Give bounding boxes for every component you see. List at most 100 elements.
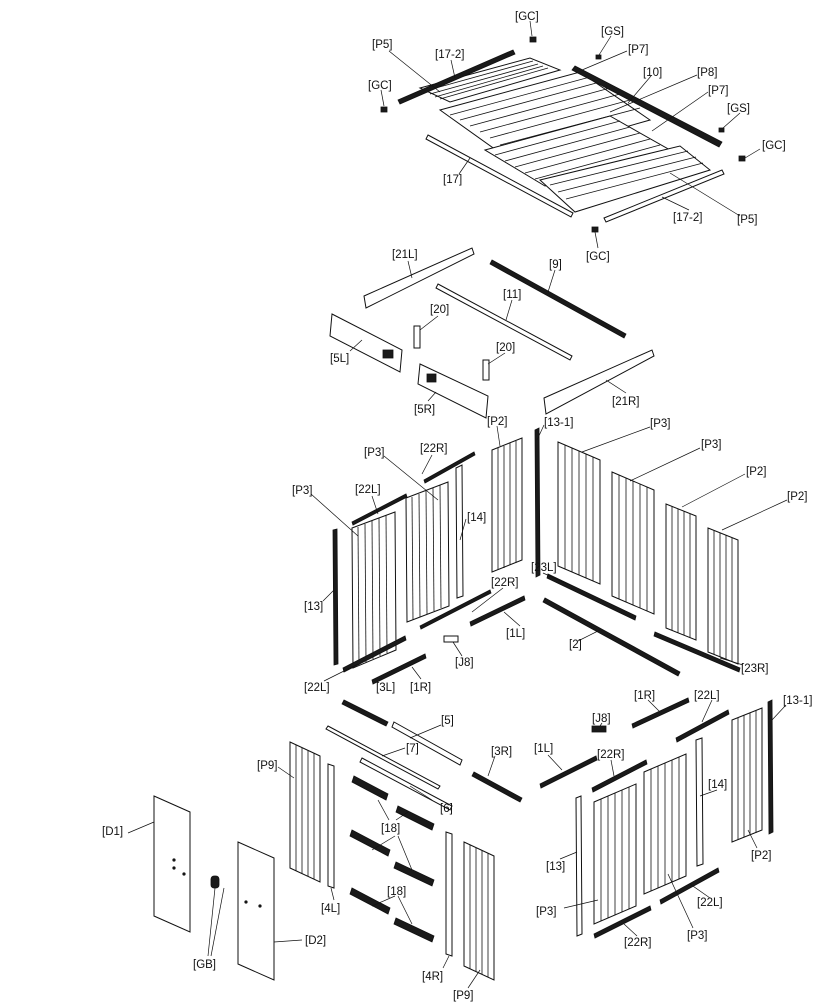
- label-back-1l: [1L]: [506, 628, 525, 640]
- label-right-13: [13]: [546, 861, 565, 873]
- label-front-4r: [4R]: [422, 971, 443, 983]
- post-13-right: [575, 795, 583, 937]
- label-right-p2: [P2]: [751, 850, 771, 862]
- label-gable-20-a: [20]: [430, 304, 449, 316]
- ridge-bar-9: [489, 259, 627, 339]
- wall-panel-p9-bottom: [463, 841, 495, 981]
- wall-panel-p3-right-front-a: [593, 783, 637, 925]
- label-back-22l-bottom: [22L]: [304, 682, 330, 694]
- roof-cap-gc-left: [380, 106, 388, 113]
- label-back-p2-b: [P2]: [746, 466, 766, 478]
- label-front-7: [7]: [406, 743, 419, 755]
- rail-23r-back: [653, 631, 741, 673]
- roof-panel-p5-right: [538, 145, 712, 213]
- label-roof-p7-top: [P7]: [628, 44, 648, 56]
- label-front-p9-top: [P9]: [257, 760, 277, 772]
- gable-vent-5r: [426, 373, 437, 383]
- label-right-14: [14]: [708, 779, 727, 791]
- roof-cap-gc-bottom: [591, 226, 599, 233]
- label-front-5: [5]: [441, 715, 454, 727]
- bracket-18-a-2: [395, 805, 435, 831]
- rail-22r-top-back: [423, 451, 476, 484]
- label-gable-11: [11]: [503, 289, 521, 301]
- label-roof-gc-bottom: [GC]: [586, 251, 610, 263]
- label-front-18-a: [18]: [381, 823, 400, 835]
- label-gable-21r: [21R]: [612, 396, 640, 408]
- label-back-22r-mid: [22R]: [491, 577, 519, 589]
- bracket-18-c-1: [349, 887, 391, 915]
- roof-bar-17-2-top: [397, 49, 516, 105]
- rail-23l-back: [546, 573, 637, 621]
- label-roof-p5-right: [P5]: [737, 214, 757, 226]
- door-d2: [237, 841, 275, 981]
- rail-6-front: [359, 757, 453, 811]
- label-roof-10: [10]: [643, 67, 662, 79]
- front-leaders: [127, 724, 496, 989]
- wall-panel-p3-right-a: [557, 441, 601, 585]
- door-handle-gb: [210, 875, 220, 889]
- label-right-13-1: [13-1]: [783, 695, 812, 707]
- rail-1l-back: [469, 595, 526, 627]
- wall-panel-p2-back: [491, 437, 523, 573]
- label-right-22l-top: [22L]: [694, 690, 720, 702]
- label-back-p3-a: [P3]: [650, 418, 670, 430]
- label-roof-17-2-top: [17-2]: [435, 49, 464, 61]
- wall-panel-p3-center: [405, 481, 450, 623]
- label-gable-21l: [21L]: [392, 249, 418, 261]
- label-back-23r: [23R]: [741, 663, 769, 675]
- stud-14-back: [455, 464, 464, 599]
- joint-j8-right: [591, 725, 607, 733]
- label-front-18-b: [18]: [387, 886, 406, 898]
- label-back-p2-c: [P2]: [787, 491, 807, 503]
- label-roof-p8: [P8]: [697, 67, 717, 79]
- post-13-1-back: [534, 427, 541, 578]
- label-roof-p7-right: [P7]: [708, 85, 728, 97]
- rail-1l-right: [539, 755, 598, 789]
- back-leaders: [310, 424, 788, 682]
- label-back-13: [13]: [304, 601, 323, 613]
- roof-bar-17-2-bottom: [603, 169, 725, 223]
- bracket-18-a-1: [351, 775, 389, 801]
- door-d1: [153, 795, 191, 933]
- ridge-bar-11: [435, 283, 573, 361]
- label-front-d2: [D2]: [305, 935, 326, 947]
- post-13-1-right: [767, 699, 774, 835]
- roof-cap-gc-right: [738, 155, 746, 162]
- label-back-p3-c: [P3]: [364, 447, 384, 459]
- label-front-6: [6]: [440, 803, 453, 815]
- bracket-18-b-1: [349, 829, 391, 857]
- label-back-1r: [1R]: [410, 682, 431, 694]
- wall-panel-p2-right-b: [707, 527, 739, 665]
- post-13-back-left: [332, 528, 339, 666]
- front-wall-assembly: [5] [7] [3R] [P9] [6] [18] [18] [4L] [4R…: [102, 699, 523, 1002]
- wall-panel-p3-right-front-b: [643, 753, 687, 895]
- wall-panel-p9-top: [289, 741, 321, 883]
- label-roof-17: [17]: [443, 174, 462, 186]
- rail-5-front: [391, 721, 463, 766]
- label-right-22r-bottom: [22R]: [624, 937, 652, 949]
- label-right-22l-bottom: [22L]: [697, 897, 723, 909]
- label-back-3l: [3L]: [376, 682, 395, 694]
- label-front-4l: [4L]: [321, 903, 340, 915]
- label-back-14: [14]: [467, 512, 486, 524]
- label-front-d1: [D1]: [102, 826, 123, 838]
- roof-bar-17: [425, 134, 574, 218]
- roof-panel-p5-left: [418, 57, 562, 103]
- rail-22l-top-back: [351, 493, 408, 526]
- bracket-20-a: [413, 325, 421, 349]
- label-back-13-1: [13-1]: [544, 417, 573, 429]
- bracket-18-b-2: [393, 861, 435, 887]
- label-front-gb: [GB]: [193, 959, 216, 971]
- label-right-j8: [J8]: [592, 713, 611, 725]
- wall-panel-p2-right: [731, 707, 763, 843]
- label-roof-17-2-bottom: [17-2]: [673, 212, 702, 224]
- label-gable-5r: [5R]: [414, 404, 435, 416]
- rail-22r-mid-back: [419, 589, 492, 630]
- label-back-22r-top: [22R]: [420, 443, 448, 455]
- roof-cap-gc-top: [529, 36, 537, 43]
- label-right-p3-a: [P3]: [536, 906, 556, 918]
- rail-3l-front: [341, 699, 389, 727]
- gable-21l: [363, 247, 475, 309]
- rail-22l-bottom-right: [659, 867, 720, 905]
- gable-leaders: [349, 260, 627, 402]
